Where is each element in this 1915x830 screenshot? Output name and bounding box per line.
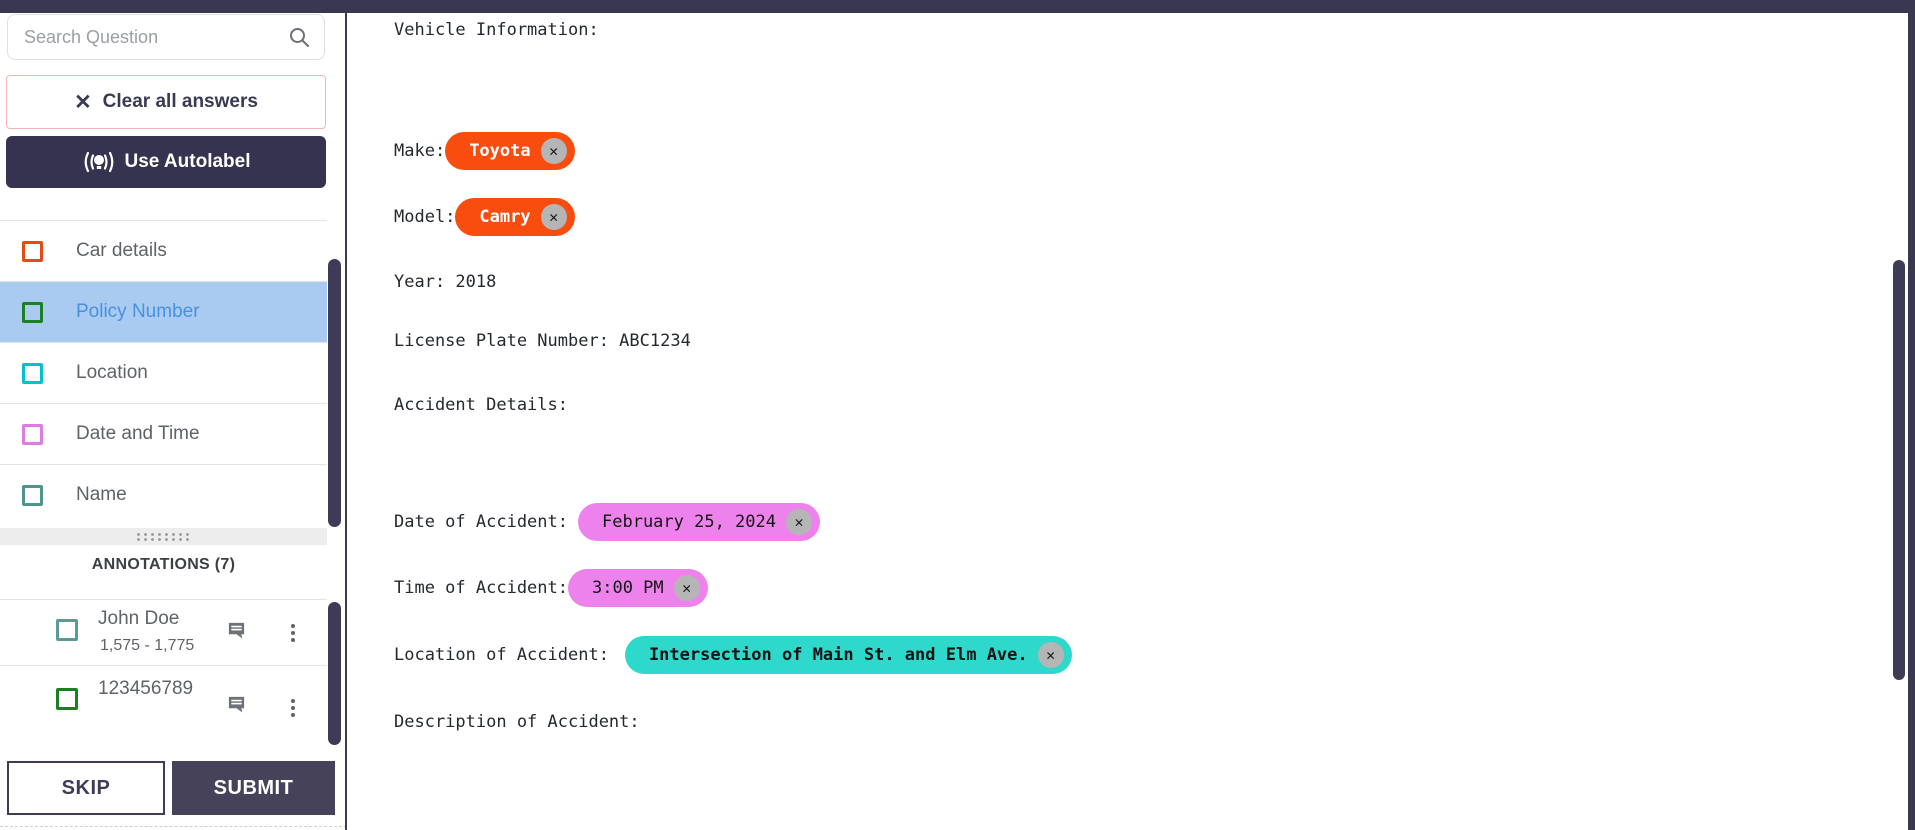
question-row-policy-number[interactable]: Policy Number — [0, 281, 327, 342]
right-edge-bar — [1908, 0, 1915, 830]
document-panel: Vehicle Information: Make: Toyota ✕ Mode… — [347, 13, 1893, 830]
tag-remove-button[interactable]: ✕ — [540, 138, 567, 164]
document-scrollbar-thumb[interactable] — [1893, 260, 1905, 680]
annotations-header: ANNOTATIONS (7) — [91, 556, 236, 573]
annotation-tag-location[interactable]: Intersection of Main St. and Elm Ave. ✕ — [624, 636, 1072, 674]
annotation-tag-model[interactable]: Camry ✕ — [455, 198, 575, 236]
annotation-range: 1,575 - 1,775 — [100, 637, 195, 654]
doc-field-label: Model: — [394, 207, 456, 227]
annotations-list: John Doe 1,575 - 1,775 123456789 — [0, 599, 327, 751]
doc-field-label: Location of Accident: — [394, 645, 609, 665]
checkbox-date-and-time[interactable] — [22, 423, 43, 445]
annotation-row-123456789[interactable]: 123456789 — [0, 665, 327, 751]
doc-field-label: Time of Accident: — [394, 578, 568, 598]
clear-x-icon: ✕ — [74, 90, 92, 114]
doc-line-model: Model: Camry ✕ — [394, 198, 575, 236]
question-row-location[interactable]: Location — [0, 342, 327, 403]
doc-line: Description of Accident: — [394, 712, 640, 732]
tag-text: February 25, 2024 — [602, 512, 776, 532]
question-row-name[interactable]: Name — [0, 464, 327, 525]
doc-line-location-of-accident: Location of Accident: Intersection of Ma… — [394, 636, 1072, 674]
clear-all-answers-button[interactable]: ✕ Clear all answers — [6, 75, 326, 129]
question-row-date-and-time[interactable]: Date and Time — [0, 403, 327, 464]
annotation-tag-make[interactable]: Toyota ✕ — [445, 132, 575, 170]
tag-remove-button[interactable]: ✕ — [786, 509, 812, 535]
sidebar-scrollbar-thumb[interactable] — [328, 259, 341, 527]
sidebar: ✕ Clear all answers Use Autolabel Car de… — [0, 13, 335, 830]
question-label: Location — [76, 362, 148, 383]
top-bar — [0, 0, 1915, 13]
tag-text: Toyota — [469, 141, 531, 161]
sidebar-bottom-divider — [0, 826, 347, 827]
checkbox-policy-number[interactable] — [22, 301, 43, 323]
annotation-checkbox[interactable] — [56, 619, 78, 641]
checkbox-car-details[interactable] — [22, 240, 43, 262]
tag-text: Camry — [479, 207, 531, 227]
autolabel-bulb-icon — [82, 150, 116, 174]
annotation-label: 123456789 — [98, 678, 194, 699]
question-label: Car details — [76, 240, 167, 261]
checkbox-name[interactable] — [22, 484, 43, 506]
checkbox-location[interactable] — [22, 362, 43, 384]
search-input[interactable] — [8, 26, 288, 48]
panel-resize-handle[interactable] — [0, 528, 327, 545]
comment-icon[interactable] — [227, 695, 246, 714]
tag-remove-button[interactable]: ✕ — [540, 204, 567, 230]
doc-field-label: Make: — [394, 141, 446, 161]
tag-text: 3:00 PM — [592, 578, 664, 598]
annotations-scrollbar-thumb[interactable] — [328, 602, 341, 745]
doc-line: License Plate Number: ABC1234 — [394, 331, 691, 351]
doc-line-make: Make: Toyota ✕ — [394, 132, 575, 170]
annotation-checkbox[interactable] — [56, 688, 78, 710]
doc-line-date-of-accident: Date of Accident: February 25, 2024 ✕ — [394, 503, 820, 541]
question-label: Policy Number — [76, 301, 200, 322]
panel-divider — [345, 13, 347, 830]
question-label: Date and Time — [76, 423, 200, 444]
submit-button[interactable]: SUBMIT — [172, 761, 335, 815]
annotation-tag-date[interactable]: February 25, 2024 ✕ — [578, 503, 820, 541]
annotation-menu-icon[interactable] — [291, 624, 295, 628]
clear-all-answers-label: Clear all answers — [102, 91, 258, 112]
question-label: Name — [76, 484, 127, 505]
doc-line: Vehicle Information: — [394, 20, 599, 40]
skip-button[interactable]: SKIP — [7, 761, 165, 815]
tag-text: Intersection of Main St. and Elm Ave. — [648, 645, 1028, 665]
annotation-menu-icon[interactable] — [291, 699, 295, 703]
annotation-row-john-doe[interactable]: John Doe 1,575 - 1,775 — [0, 599, 327, 665]
doc-line: Year: 2018 — [394, 272, 497, 292]
question-list: Car details Policy Number Location Date … — [0, 220, 327, 525]
doc-line-time-of-accident: Time of Accident: 3:00 PM ✕ — [394, 569, 708, 607]
search-box — [7, 14, 325, 60]
doc-field-label: Date of Accident: — [394, 512, 568, 532]
use-autolabel-label: Use Autolabel — [124, 151, 251, 172]
doc-line: Accident Details: — [394, 395, 568, 415]
comment-icon[interactable] — [227, 621, 246, 640]
tag-remove-button[interactable]: ✕ — [1037, 642, 1064, 668]
grip-dots-icon — [134, 531, 193, 542]
tag-remove-button[interactable]: ✕ — [673, 575, 700, 601]
question-row-car-details[interactable]: Car details — [0, 220, 327, 281]
use-autolabel-button[interactable]: Use Autolabel — [6, 136, 326, 188]
annotation-label: John Doe — [98, 608, 180, 629]
search-icon[interactable] — [288, 26, 310, 48]
annotation-tag-time[interactable]: 3:00 PM ✕ — [568, 569, 708, 607]
